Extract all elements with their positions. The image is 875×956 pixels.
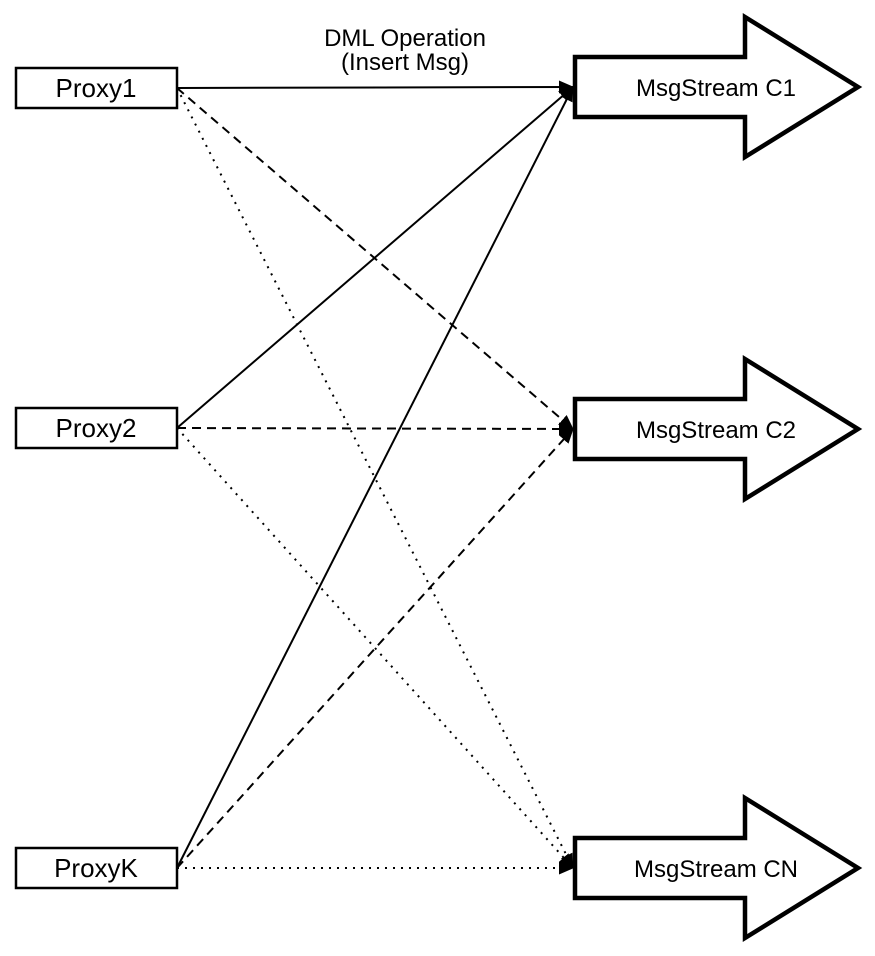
stream-node-cn: MsgStream CN xyxy=(572,793,863,943)
proxy-node-proxyk: ProxyK xyxy=(14,846,179,890)
edge-proxy2-to-c2-dashed xyxy=(176,422,574,436)
connector-edges xyxy=(176,80,574,875)
proxy-label: Proxy1 xyxy=(56,73,137,103)
stream-node-c1: MsgStream C1 xyxy=(572,12,863,162)
stream-arrow-shape xyxy=(572,793,863,943)
stream-label: MsgStream C1 xyxy=(636,75,796,102)
dml-annotation: DML Operation (Insert Msg) xyxy=(324,25,486,76)
stream-node-c2: MsgStream C2 xyxy=(572,354,863,504)
edge-proxyk-to-c2-dashed xyxy=(176,428,574,869)
proxy-node-proxy2: Proxy2 xyxy=(14,406,179,450)
stream-arrow-shape xyxy=(572,354,863,504)
annotation-line2: (Insert Msg) xyxy=(341,49,469,76)
stream-arrow-shape xyxy=(572,12,863,162)
edge-proxy1-to-cn-dotted xyxy=(176,87,574,869)
edge-proxy1-to-c1-solid xyxy=(176,80,574,94)
proxy-box xyxy=(14,846,179,890)
proxy-label: ProxyK xyxy=(54,853,138,883)
proxy-node-proxy1: Proxy1 xyxy=(14,66,179,110)
stream-label: MsgStream CN xyxy=(634,856,798,883)
edge-proxyk-to-c1-solid xyxy=(176,86,574,869)
edge-proxy1-to-c2-dashed xyxy=(176,87,574,430)
proxy-label: Proxy2 xyxy=(56,413,137,443)
stream-label: MsgStream C2 xyxy=(636,417,796,444)
proxy-box xyxy=(14,66,179,110)
annotation-line1: DML Operation xyxy=(324,25,486,52)
proxy-box xyxy=(14,406,179,450)
